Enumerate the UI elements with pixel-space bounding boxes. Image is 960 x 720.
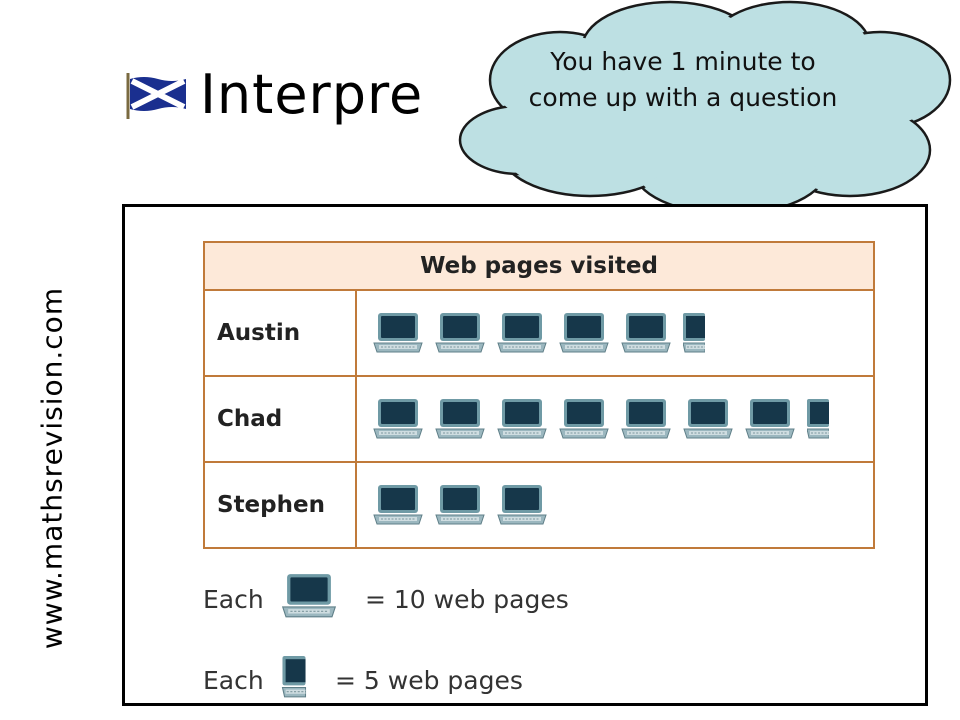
row-label: Austin	[203, 289, 357, 377]
page-title: Interpre	[200, 63, 424, 126]
full-computer-icon	[373, 485, 423, 525]
table-row: Stephen	[203, 461, 875, 549]
full-computer-icon	[435, 399, 485, 439]
half-computer-icon	[281, 656, 307, 698]
pictogram-table: Web pages visited Austin Chad Stephen	[203, 241, 875, 549]
table-row: Chad	[203, 375, 875, 463]
full-computer-icon	[497, 485, 547, 525]
callout-text: You have 1 minute to come up with a ques…	[528, 47, 838, 112]
legend-row: Each = 5 web pages	[203, 655, 523, 705]
full-computer-icon	[559, 399, 609, 439]
full-computer-icon	[373, 313, 423, 353]
row-icons	[373, 312, 873, 354]
website-url: www.mathsrevision.com	[35, 286, 69, 650]
row-label: Stephen	[203, 461, 357, 549]
full-computer-icon	[683, 399, 733, 439]
row-icons	[373, 484, 873, 526]
full-computer-icon	[621, 313, 671, 353]
key-full-computer-icon	[281, 573, 337, 625]
table-row: Austin	[203, 289, 875, 377]
row-label: Chad	[203, 375, 357, 463]
half-computer-icon	[807, 399, 829, 439]
half-computer-icon	[683, 313, 705, 353]
full-computer-icon	[559, 313, 609, 353]
full-computer-icon	[281, 574, 337, 618]
row-icons	[373, 398, 873, 440]
pictogram-frame: Web pages visited Austin Chad Stephen Ea…	[122, 204, 928, 706]
legend-value-text: = 5 web pages	[335, 665, 523, 695]
legend-value-text: = 10 web pages	[365, 584, 569, 614]
full-computer-icon	[621, 399, 671, 439]
full-computer-icon	[435, 313, 485, 353]
full-computer-icon	[745, 399, 795, 439]
cloud-callout	[458, 0, 952, 216]
full-computer-icon	[435, 485, 485, 525]
full-computer-icon	[497, 313, 547, 353]
full-computer-icon	[497, 399, 547, 439]
legend-each-label: Each	[203, 584, 264, 614]
full-computer-icon	[373, 399, 423, 439]
scottish-flag-icon	[126, 73, 186, 119]
key-half-computer-icon	[281, 655, 307, 705]
chart-title: Web pages visited	[203, 241, 875, 291]
title-area: Interpre	[124, 68, 423, 122]
legend-each-label: Each	[203, 665, 264, 695]
legend-row: Each = 10 web pages	[203, 573, 569, 625]
